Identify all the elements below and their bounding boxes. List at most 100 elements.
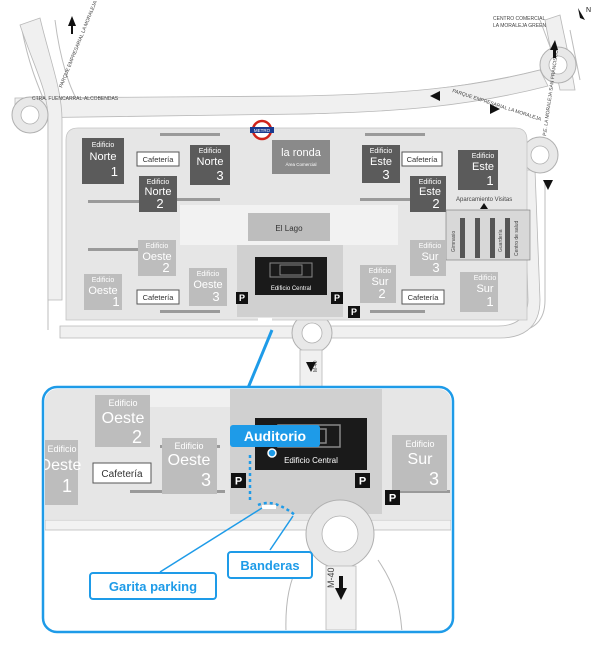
garita-callout-line bbox=[159, 507, 263, 573]
svg-text:2: 2 bbox=[132, 427, 142, 447]
svg-text:3: 3 bbox=[212, 289, 219, 304]
road-direction-arrow-icon bbox=[306, 362, 316, 372]
road-direction-arrow-icon bbox=[550, 40, 558, 58]
parking-icon: P bbox=[385, 490, 400, 505]
svg-text:Edificio: Edificio bbox=[92, 142, 115, 149]
svg-text:Edificio: Edificio bbox=[47, 444, 76, 454]
label-aparcamiento: Aparcamiento Visitas bbox=[456, 197, 512, 203]
building-norte-2: Edificio Norte 2 bbox=[139, 176, 177, 212]
svg-text:Cafetería: Cafetería bbox=[407, 155, 439, 164]
svg-text:1: 1 bbox=[62, 476, 72, 496]
inset-cafeteria: Cafetería bbox=[92, 462, 152, 484]
svg-text:1: 1 bbox=[111, 164, 118, 179]
svg-text:Edificio Central: Edificio Central bbox=[284, 456, 338, 465]
svg-text:P: P bbox=[239, 293, 245, 303]
callout-garita-parking[interactable]: Garita parking bbox=[89, 572, 217, 600]
building-sur-3: Edificio Sur 3 bbox=[410, 240, 446, 276]
inset-building-sur-3: Edificio Sur 3 bbox=[392, 435, 447, 491]
svg-text:Oeste: Oeste bbox=[39, 457, 82, 474]
parking-icon: P bbox=[348, 306, 360, 318]
road-direction-arrow-icon bbox=[543, 180, 553, 190]
road-label-m40: M-40 bbox=[313, 360, 319, 372]
cafeteria-sur: Cafetería bbox=[401, 289, 445, 305]
building-sur-1: Edificio Sur 1 bbox=[460, 272, 498, 312]
svg-text:1: 1 bbox=[486, 294, 493, 309]
road-direction-arrow-icon bbox=[335, 576, 347, 600]
svg-text:P: P bbox=[359, 476, 366, 488]
svg-text:Sur: Sur bbox=[476, 283, 493, 295]
svg-text:2: 2 bbox=[378, 286, 385, 301]
svg-text:Garita parking: Garita parking bbox=[109, 579, 197, 594]
parking-strips bbox=[88, 133, 425, 313]
svg-text:El Lago: El Lago bbox=[275, 224, 303, 233]
svg-text:Edificio: Edificio bbox=[108, 398, 137, 408]
svg-text:Oeste: Oeste bbox=[193, 279, 222, 291]
svg-text:Edificio: Edificio bbox=[419, 243, 442, 250]
svg-text:P: P bbox=[235, 476, 242, 488]
building-la-ronda: la ronda Área Comercial bbox=[272, 140, 330, 174]
inset-building-oeste-1: Edificio Oeste 1 bbox=[39, 440, 82, 505]
inset-building-oeste-3: Edificio Oeste 3 bbox=[162, 438, 217, 494]
svg-text:Oeste: Oeste bbox=[142, 251, 171, 263]
svg-text:3: 3 bbox=[432, 260, 439, 275]
svg-text:Norte: Norte bbox=[90, 151, 117, 163]
svg-text:Edificio: Edificio bbox=[147, 179, 170, 186]
callout-banderas[interactable]: Banderas bbox=[227, 551, 313, 579]
building-oeste-3: Edificio Oeste 3 bbox=[189, 268, 227, 306]
svg-text:Edificio: Edificio bbox=[197, 271, 220, 278]
svg-text:3: 3 bbox=[382, 167, 389, 182]
svg-text:Guardería: Guardería bbox=[498, 229, 504, 252]
inset-road-label-m40: M-40 bbox=[326, 567, 336, 588]
svg-text:METRO: METRO bbox=[254, 128, 271, 133]
parking-icon: P bbox=[355, 473, 370, 488]
left-road bbox=[19, 17, 63, 301]
svg-text:2: 2 bbox=[162, 260, 169, 275]
svg-text:P: P bbox=[351, 307, 357, 317]
visitor-parking: Gimnasio Guardería Centro de salud bbox=[445, 209, 531, 261]
svg-text:Edificio: Edificio bbox=[474, 275, 497, 282]
svg-text:Centro de salud: Centro de salud bbox=[514, 220, 520, 256]
parking-icon: P bbox=[231, 473, 246, 488]
svg-text:Sur: Sur bbox=[371, 276, 388, 288]
svg-text:Cafetería: Cafetería bbox=[408, 293, 440, 302]
road-direction-arrow-icon bbox=[490, 104, 500, 114]
svg-text:3: 3 bbox=[216, 168, 223, 183]
svg-text:P: P bbox=[389, 493, 396, 505]
svg-text:3: 3 bbox=[429, 469, 439, 489]
building-oeste-1: Edificio Oeste 1 bbox=[84, 274, 122, 310]
building-norte-3: Edificio Norte 3 bbox=[190, 145, 230, 185]
inset-building-oeste-2: Edificio Oeste 2 bbox=[95, 395, 150, 447]
svg-text:Área Comercial: Área Comercial bbox=[285, 161, 316, 167]
svg-text:Edificio: Edificio bbox=[174, 441, 203, 451]
svg-text:Cafetería: Cafetería bbox=[101, 469, 143, 480]
callout-auditorio[interactable]: Auditorio bbox=[230, 425, 320, 447]
svg-text:Edificio: Edificio bbox=[405, 439, 434, 449]
svg-text:3: 3 bbox=[201, 470, 211, 490]
svg-text:2: 2 bbox=[432, 196, 439, 211]
zoom-connector-line bbox=[246, 329, 274, 389]
svg-text:2: 2 bbox=[156, 196, 163, 211]
svg-text:Edificio: Edificio bbox=[419, 179, 442, 186]
svg-text:Auditorio: Auditorio bbox=[244, 428, 306, 444]
svg-text:1: 1 bbox=[112, 294, 119, 309]
svg-text:Sur: Sur bbox=[421, 251, 438, 263]
svg-text:Gimnasio: Gimnasio bbox=[451, 231, 457, 252]
building-este-1: Edificio Este 1 bbox=[458, 150, 498, 190]
detail-inset: Edificio Oeste 2 Edificio Oeste 1 Cafete… bbox=[39, 385, 455, 634]
svg-text:Cafetería: Cafetería bbox=[143, 155, 175, 164]
cafeteria-este: Cafetería bbox=[401, 151, 443, 167]
walking-route bbox=[248, 455, 296, 516]
top-road bbox=[14, 69, 549, 119]
svg-text:la ronda: la ronda bbox=[281, 147, 322, 159]
svg-text:Este: Este bbox=[370, 156, 392, 168]
building-norte-1: Edificio Norte 1 bbox=[82, 138, 124, 184]
cafeteria-oeste: Cafetería bbox=[136, 289, 180, 305]
svg-text:Este: Este bbox=[419, 186, 441, 198]
svg-text:Oeste: Oeste bbox=[88, 285, 117, 297]
svg-text:Banderas: Banderas bbox=[240, 558, 299, 573]
overview-map: CTRA. FUENCARRAL-ALCOBENDAS PARQUE EMPRE… bbox=[11, 0, 591, 391]
svg-text:Sur: Sur bbox=[408, 451, 434, 468]
svg-text:Norte: Norte bbox=[145, 186, 172, 198]
svg-text:P: P bbox=[334, 293, 340, 303]
